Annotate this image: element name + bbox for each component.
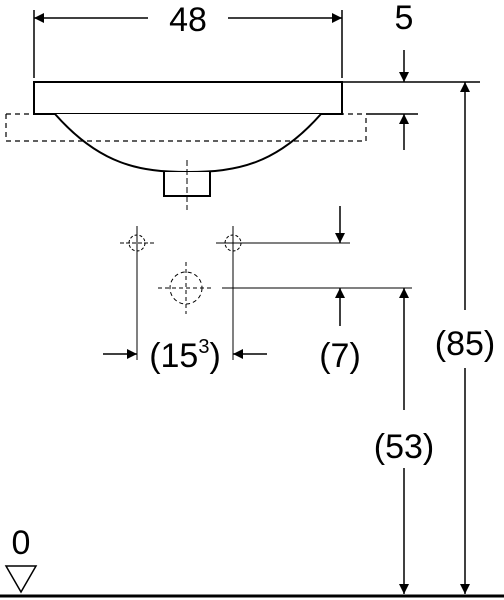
tap-spacing-value: (15 xyxy=(149,337,198,375)
rim-thickness-dimension xyxy=(342,50,480,150)
rim-height-label: (85) xyxy=(435,325,495,363)
tap-hole-center xyxy=(158,262,412,314)
basin-rim xyxy=(33,81,343,115)
basin-width-label: 48 xyxy=(169,1,207,39)
tap-spacing-close: ) xyxy=(209,337,220,375)
tap-spacing-label: (153) xyxy=(149,336,221,375)
tap-hole-left xyxy=(120,226,154,360)
tap-spacing-superscript: 3 xyxy=(198,336,209,358)
rim-thickness-label: 5 xyxy=(395,0,414,37)
washbasin xyxy=(33,81,343,197)
tap-offset-label: (7) xyxy=(319,337,361,375)
countertop-outline xyxy=(5,113,367,142)
width-dimension xyxy=(33,10,343,78)
basin-bowl xyxy=(54,113,322,174)
tap-hole-right xyxy=(216,226,350,360)
floor-level-label: 0 xyxy=(12,524,31,562)
floor-level-marker xyxy=(4,565,38,594)
tap-height-label: (53) xyxy=(374,428,434,466)
